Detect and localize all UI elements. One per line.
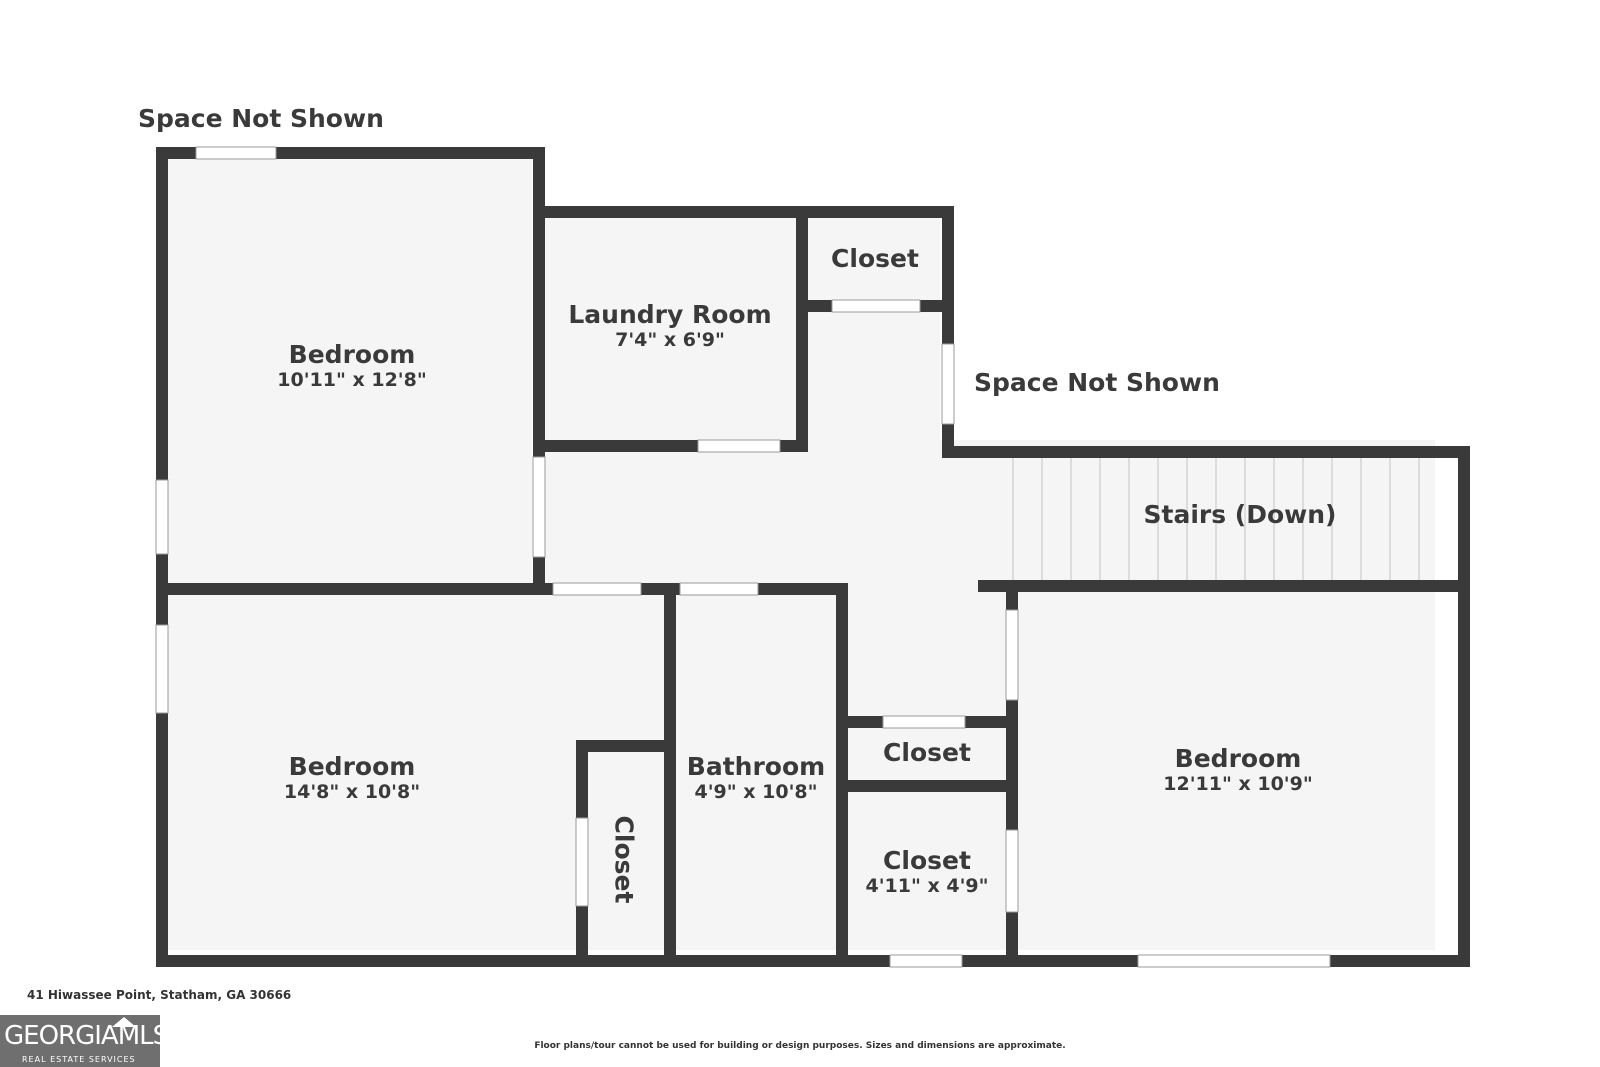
space-not-shown-top: Space Not Shown <box>138 104 384 133</box>
windows-and-doors <box>155 146 1331 968</box>
room-bedroom-right: Bedroom 12'11" x 10'9" <box>1088 744 1388 795</box>
logo-main-text: GEORGIAMLS <box>4 1021 169 1051</box>
logo-sub-text: REAL ESTATE SERVICES <box>22 1055 136 1064</box>
room-closet-vertical: Closet <box>609 815 639 904</box>
georgia-mls-logo: GEORGIAMLS REAL ESTATE SERVICES <box>0 1015 169 1067</box>
room-name: Bedroom <box>288 752 416 781</box>
room-bedroom-top-left: Bedroom 10'11" x 12'8" <box>202 340 502 391</box>
room-dimensions: 4'11" x 4'9" <box>865 875 989 897</box>
room-dimensions: 4'9" x 10'8" <box>694 781 818 803</box>
house-roof-icon <box>112 1017 136 1027</box>
room-name: Bathroom <box>686 752 826 781</box>
room-dimensions: 10'11" x 12'8" <box>277 369 427 391</box>
space-not-shown-right: Space Not Shown <box>974 368 1220 397</box>
room-closet-middle: Closet <box>848 738 1006 767</box>
room-dimensions: 7'4" x 6'9" <box>615 329 725 351</box>
room-bathroom: Bathroom 4'9" x 10'8" <box>676 752 836 803</box>
room-closet-top: Closet <box>808 244 942 273</box>
floor-fill <box>162 153 1435 950</box>
room-laundry: Laundry Room 7'4" x 6'9" <box>550 300 790 351</box>
disclaimer-text: Floor plans/tour cannot be used for buil… <box>534 1041 1066 1051</box>
room-name: Closet <box>831 244 919 273</box>
stair-treads <box>1012 450 1420 580</box>
room-dimensions: 12'11" x 10'9" <box>1163 773 1313 795</box>
property-address: 41 Hiwassee Point, Statham, GA 30666 <box>27 988 292 1002</box>
room-name: Bedroom <box>288 340 416 369</box>
room-closet-bottom: Closet 4'11" x 4'9" <box>848 846 1006 897</box>
room-name: Bedroom <box>1174 744 1302 773</box>
room-name: Laundry Room <box>568 300 772 329</box>
room-stairs: Stairs (Down) <box>1100 500 1380 529</box>
room-name: Closet <box>883 846 971 875</box>
room-bedroom-bottom-left: Bedroom 14'8" x 10'8" <box>202 752 502 803</box>
room-dimensions: 14'8" x 10'8" <box>283 781 421 803</box>
walls <box>156 147 1470 967</box>
room-name: Stairs (Down) <box>1143 500 1337 529</box>
room-name: Closet <box>883 738 971 767</box>
